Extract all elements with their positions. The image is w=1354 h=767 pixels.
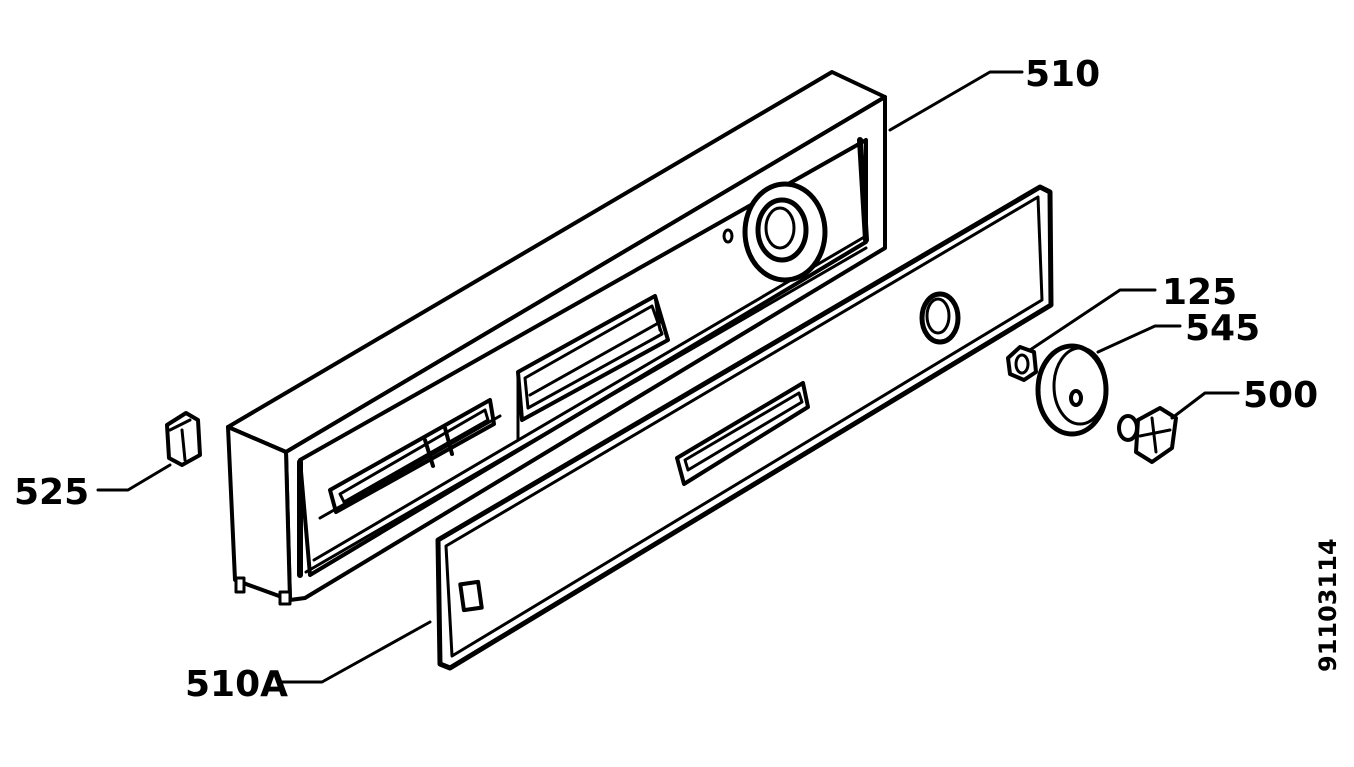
callout-510a: 510A [185, 664, 288, 705]
leader-125 [1028, 288, 1157, 352]
leader-500 [1170, 391, 1240, 420]
leader-510 [888, 70, 1024, 132]
callout-500: 500 [1243, 375, 1318, 416]
drawing-reference-number: 91103114 [1314, 538, 1342, 672]
leader-545 [1096, 324, 1182, 354]
fascia-plate [435, 184, 1054, 671]
leader-510a [280, 620, 432, 684]
leader-lines [96, 70, 1240, 684]
leader-525 [96, 463, 172, 492]
cap-part [165, 411, 202, 467]
callout-510: 510 [1025, 54, 1100, 95]
nut-part [1006, 345, 1038, 382]
control-panel-housing [226, 70, 887, 606]
ring-part [1035, 343, 1109, 437]
knob-part [1117, 406, 1178, 464]
callout-525: 525 [14, 472, 89, 513]
callout-545: 545 [1185, 308, 1260, 349]
callout-125: 125 [1162, 272, 1237, 313]
